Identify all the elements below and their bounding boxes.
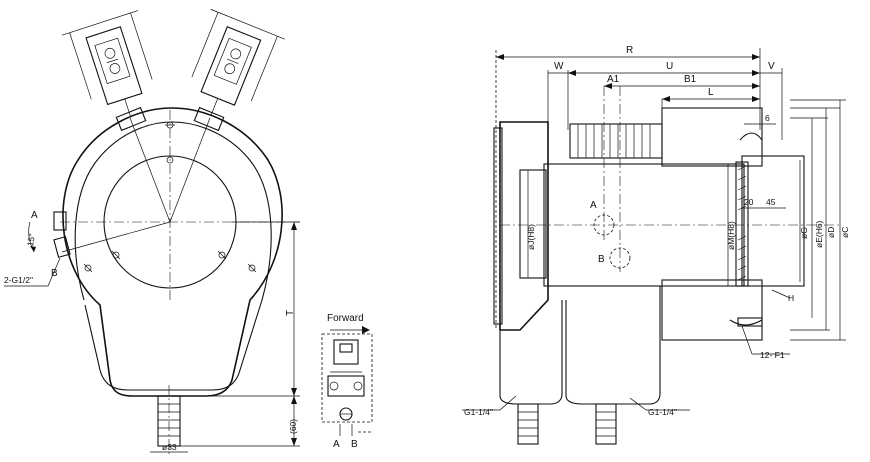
dim-60: (60): [288, 419, 298, 434]
dim-r: R: [626, 45, 633, 56]
dim-a1: A1: [607, 74, 620, 85]
label-b: B: [51, 268, 58, 279]
dim-v: V: [768, 61, 775, 72]
dim-45: 45: [766, 197, 776, 207]
right-brush-holder: [191, 8, 285, 116]
dim-u: U: [666, 61, 673, 72]
dim-diameter-33: ø33: [162, 442, 177, 452]
inset-label-a: A: [333, 439, 340, 450]
dim-c: øC: [840, 227, 850, 238]
holes-label: 12- F1: [760, 350, 785, 360]
port-b: [53, 236, 71, 258]
dim-m: øM(H8): [726, 221, 736, 250]
dim-l: L: [708, 87, 714, 98]
dim-b1: B1: [684, 74, 697, 85]
dim-t: T: [285, 310, 296, 316]
dim-h: H: [788, 293, 794, 303]
dim-j: øJ(H8): [526, 224, 536, 250]
dim-d: øD: [826, 227, 836, 238]
port-a-label: A: [590, 200, 597, 211]
direction-inset: Forward A B: [321, 313, 373, 450]
port-b-label: B: [598, 254, 605, 265]
housing-outline: [62, 107, 283, 397]
inset-label-b: B: [351, 439, 358, 450]
thread-right-label: G1-1/4": [648, 407, 677, 417]
port-a: [53, 211, 67, 231]
left-brush-holder: [61, 10, 153, 117]
dim-20: 20: [744, 197, 754, 207]
thread-left-label: G1-1/4": [464, 407, 493, 417]
dim-g: øG: [799, 227, 809, 239]
dim-e: øE(H6): [814, 220, 824, 248]
housing-side: [499, 121, 549, 331]
dim-6: 6: [765, 113, 770, 123]
front-view: A 15° B 2-G1/2" ø33 T (60): [4, 8, 300, 455]
forward-label: Forward: [327, 313, 364, 324]
label-a: A: [31, 210, 38, 221]
angle-label: 15°: [25, 233, 37, 247]
dim-w: W: [554, 61, 564, 72]
port-thread-label: 2-G1/2": [4, 275, 33, 285]
side-view: R W U V A1 B1 L: [462, 45, 850, 445]
